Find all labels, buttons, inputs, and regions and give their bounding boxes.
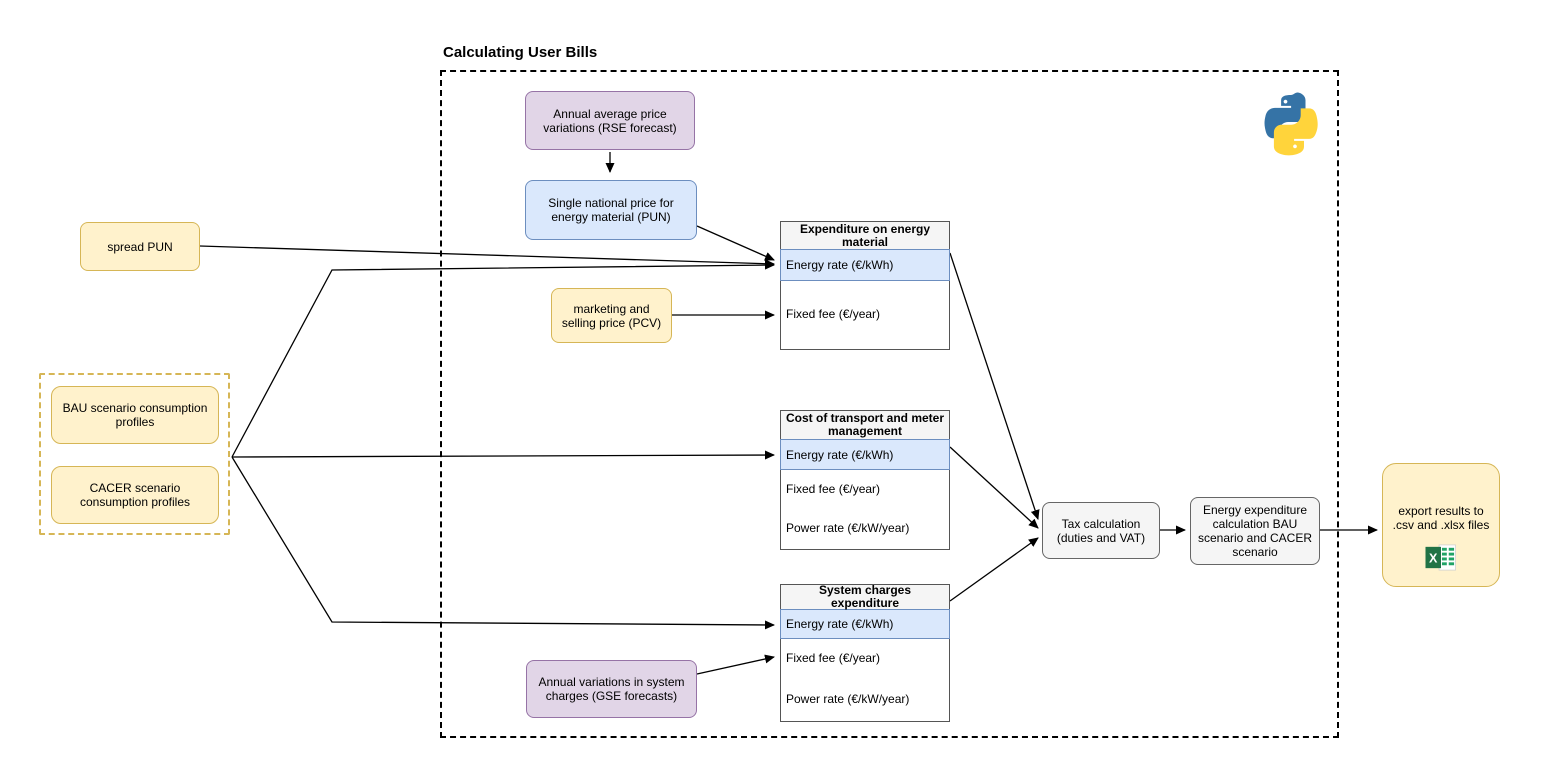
table-header: Expenditure on energy material bbox=[781, 222, 949, 250]
node-tax-calculation: Tax calculation (duties and VAT) bbox=[1042, 502, 1160, 559]
table-row-fixed-fee: Fixed fee (€/year) bbox=[786, 651, 881, 666]
node-bau-profiles: BAU scenario consumption profiles bbox=[51, 386, 219, 444]
table-body: Fixed fee (€/year) Power rate (€/kW/year… bbox=[781, 469, 949, 547]
table-row-energy-rate: Energy rate (€/kWh) bbox=[780, 609, 950, 639]
excel-icon: X bbox=[1425, 544, 1456, 570]
node-label: Annual average price variations (RSE for… bbox=[543, 106, 677, 135]
table-row-power-rate: Power rate (€/kW/year) bbox=[786, 691, 910, 706]
table-row-fixed-fee: Fixed fee (€/year) bbox=[786, 307, 881, 321]
consumption-profiles-group-frame bbox=[39, 373, 230, 535]
node-label: marketing and selling price (PCV) bbox=[561, 301, 662, 330]
node-energy-expenditure-calculation: Energy expenditure calculation BAU scena… bbox=[1190, 497, 1320, 565]
python-logo-icon bbox=[1264, 92, 1318, 156]
node-export-results: export results to .csv and .xlsx files X bbox=[1382, 463, 1500, 587]
node-label: Annual variations in system charges (GSE… bbox=[538, 675, 685, 703]
node-pun-price: Single national price for energy materia… bbox=[525, 180, 697, 240]
table-row-fixed-fee: Fixed fee (€/year) bbox=[786, 481, 881, 496]
node-pcv-price: marketing and selling price (PCV) bbox=[551, 288, 672, 343]
table-body: Fixed fee (€/year) bbox=[781, 280, 949, 348]
table-header: System charges expenditure bbox=[781, 584, 949, 610]
node-label: BAU scenario consumption profiles bbox=[62, 401, 208, 429]
table-body: Fixed fee (€/year) Power rate (€/kW/year… bbox=[781, 638, 949, 719]
node-label: Energy expenditure calculation BAU scena… bbox=[1197, 503, 1313, 559]
node-rse-forecast: Annual average price variations (RSE for… bbox=[525, 91, 695, 150]
node-label: spread PUN bbox=[107, 239, 173, 254]
table-system-charges-expenditure: System charges expenditure Energy rate (… bbox=[780, 584, 950, 722]
node-spread-pun: spread PUN bbox=[80, 222, 200, 271]
node-label: Tax calculation (duties and VAT) bbox=[1056, 516, 1146, 545]
table-header: Cost of transport and meter management bbox=[781, 411, 949, 440]
diagram-title: Calculating User Bills bbox=[443, 44, 598, 61]
node-gse-forecast: Annual variations in system charges (GSE… bbox=[526, 660, 697, 718]
table-row-energy-rate: Energy rate (€/kWh) bbox=[780, 439, 950, 470]
node-label: export results to .csv and .xlsx files bbox=[1392, 503, 1490, 532]
table-row-power-rate: Power rate (€/kW/year) bbox=[786, 520, 910, 535]
node-cacer-profiles: CACER scenario consumption profiles bbox=[51, 466, 219, 524]
node-label: CACER scenario consumption profiles bbox=[79, 481, 191, 509]
svg-text:X: X bbox=[1429, 551, 1438, 565]
table-expenditure-energy-material: Expenditure on energy material Energy ra… bbox=[780, 221, 950, 350]
table-transport-meter-management: Cost of transport and meter management E… bbox=[780, 410, 950, 550]
table-row-energy-rate: Energy rate (€/kWh) bbox=[780, 249, 950, 281]
node-label: Single national price for energy materia… bbox=[548, 196, 674, 224]
script-boundary-frame bbox=[440, 70, 1339, 738]
